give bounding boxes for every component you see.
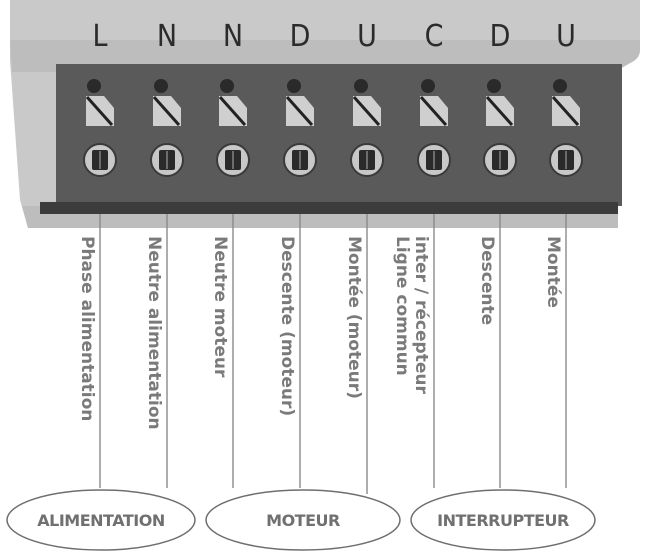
clamp-slash	[85, 96, 114, 126]
wire-entry-hole	[487, 79, 501, 93]
terminal-block-body	[56, 64, 622, 206]
housing-bottom-lip	[22, 206, 618, 228]
terminal-description: Montée (moteur)	[344, 236, 364, 399]
terminal-description: Montée	[543, 236, 563, 308]
wire-entry-hole	[354, 79, 368, 93]
terminal-5: U Montée (moteur)	[344, 19, 384, 494]
clamp-slash	[352, 96, 381, 126]
terminal-letter: N	[223, 19, 243, 54]
terminal-description: Descente	[477, 236, 497, 325]
group-label: ALIMENTATION	[37, 511, 164, 530]
clamp-slash	[218, 96, 247, 126]
terminal-letter: D	[490, 19, 511, 54]
clamp-slash	[551, 96, 580, 126]
terminal-description: inter / récepteur	[411, 236, 431, 394]
wire-entry-hole	[287, 79, 301, 93]
clamp-slash	[152, 96, 181, 126]
terminal-2: N Neutre alimentation	[144, 19, 184, 488]
group-label: MOTEUR	[266, 511, 340, 530]
terminal-7: D Descente	[477, 19, 517, 488]
group-alimentation: ALIMENTATION	[6, 489, 196, 551]
wire-entry-hole	[421, 79, 435, 93]
wire-entry-hole	[553, 79, 567, 93]
clamp-slash	[285, 96, 314, 126]
terminal-3: N Neutre moteur	[210, 19, 250, 488]
terminal-letter: C	[425, 19, 444, 54]
terminal-1: L Phase alimentation	[77, 19, 117, 488]
terminal-description: Descente (moteur)	[277, 236, 297, 416]
group-label: INTERRUPTEUR	[437, 511, 569, 530]
group-ellipse	[205, 489, 401, 551]
terminal-8: U Montée	[543, 19, 583, 488]
terminal-letter: L	[92, 19, 107, 54]
terminal-4: D Descente (moteur)	[277, 19, 317, 488]
terminal-description: Phase alimentation	[77, 236, 97, 421]
wire-entry-hole	[154, 79, 168, 93]
terminal-description: Ligne commun	[392, 236, 412, 376]
clamp-slash	[485, 96, 514, 126]
group-ellipse	[410, 489, 596, 551]
clamp-slash	[419, 96, 448, 126]
terminal-letter: U	[357, 19, 377, 54]
terminal-letter: D	[290, 19, 311, 54]
terminal-description: Neutre alimentation	[144, 236, 164, 430]
terminal-letter: U	[556, 19, 576, 54]
wire-entry-hole	[87, 79, 101, 93]
group-interrupteur: INTERRUPTEUR	[410, 489, 596, 551]
groups: ALIMENTATION MOTEUR INTERRUPTEUR	[6, 489, 596, 551]
terminal-block-base	[40, 202, 618, 214]
terminal-letter: N	[157, 19, 177, 54]
group-ellipse	[6, 489, 196, 551]
terminal-description: Neutre moteur	[210, 236, 230, 378]
group-moteur: MOTEUR	[205, 489, 401, 551]
wire-entry-hole	[220, 79, 234, 93]
